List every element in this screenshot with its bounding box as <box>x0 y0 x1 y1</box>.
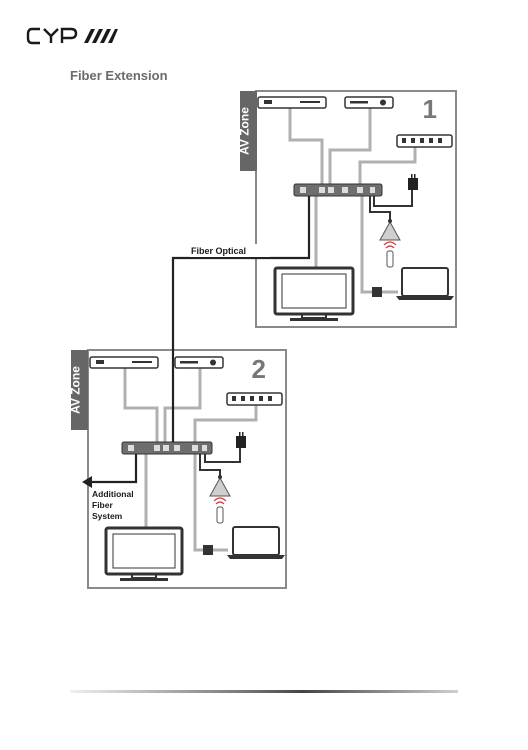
power-adapter-icon <box>236 432 246 448</box>
network-switch-icon <box>226 392 283 406</box>
tv-display-icon <box>273 266 355 321</box>
av-receiver-icon <box>174 356 224 369</box>
network-switch-icon <box>396 134 453 148</box>
additional-fiber-line-3: System <box>92 511 123 521</box>
additional-fiber-arrow <box>90 454 138 484</box>
fiber-optical-label: Fiber Optical <box>191 246 246 256</box>
zone-2-number: 2 <box>252 354 266 384</box>
power-adapter-icon <box>408 174 418 190</box>
fiber-extender-unit-2-icon <box>121 441 213 455</box>
ir-receiver-icon <box>379 219 401 241</box>
laptop-icon <box>227 526 285 559</box>
zone-1-number: 1 <box>423 94 437 124</box>
av-zone-2: AV Zone 2 <box>69 349 287 589</box>
arrow-head-icon <box>82 476 92 488</box>
remote-control-icon <box>383 241 397 268</box>
bluray-player-icon <box>89 356 159 369</box>
additional-fiber-line-2: Fiber <box>92 500 113 510</box>
bluray-player-icon <box>257 96 327 109</box>
fiber-extender-unit-1-icon <box>293 183 383 197</box>
remote-control-icon <box>213 497 227 524</box>
zone-2-tab <box>71 350 88 430</box>
fiber-optical-link <box>171 196 311 442</box>
ir-receiver-icon <box>209 475 231 497</box>
av-receiver-icon <box>344 96 394 109</box>
zone-1-label: AV Zone <box>238 107 252 155</box>
zone-2-frame <box>87 349 287 589</box>
zone-2-label: AV Zone <box>69 366 83 414</box>
zone-1-tab <box>240 91 257 171</box>
additional-fiber-line-1: Additional <box>92 489 134 499</box>
cyp-logo <box>26 25 118 52</box>
usb-connector-icon <box>372 287 382 297</box>
av-zone-1: AV Zone 1 <box>238 90 457 328</box>
footer-divider <box>70 690 458 693</box>
laptop-icon <box>396 267 454 300</box>
section-title: Fiber Extension <box>70 68 168 83</box>
usb-connector-icon <box>203 545 213 555</box>
zone-1-frame <box>255 90 457 328</box>
tv-display-icon <box>104 526 184 581</box>
